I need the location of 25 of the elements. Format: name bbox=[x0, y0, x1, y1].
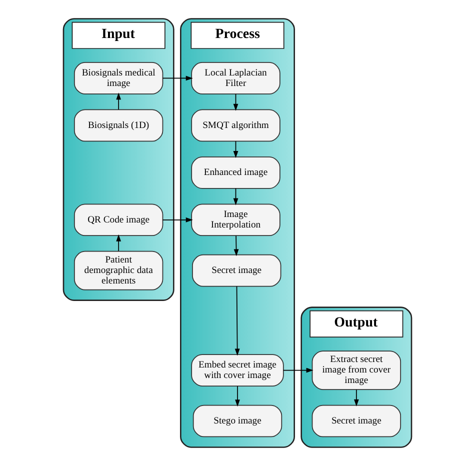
node-box: Extract secret image from cover image bbox=[311, 350, 401, 390]
arrow bbox=[162, 217, 192, 222]
node-box: Secret image bbox=[311, 404, 401, 438]
node-box: SMQT algorithm bbox=[190, 109, 280, 142]
arrow bbox=[162, 76, 192, 81]
node-box: QR Code image bbox=[73, 204, 163, 236]
arrow bbox=[234, 386, 240, 407]
node-box: Embed secret image with cover image bbox=[190, 354, 284, 386]
arrow bbox=[232, 140, 238, 158]
arrow bbox=[282, 368, 313, 373]
node-box: Enhanced image bbox=[190, 156, 280, 189]
node-box: Image Interpolation bbox=[190, 204, 280, 236]
node-box: Stego image bbox=[192, 404, 282, 438]
arrow bbox=[116, 92, 121, 110]
node-box: Biosignals medical image bbox=[73, 62, 163, 94]
arrow bbox=[234, 286, 240, 356]
arrow bbox=[233, 235, 238, 256]
node-box: Patient demographic data elements bbox=[73, 250, 163, 290]
node-box: Biosignals (1D) bbox=[73, 109, 163, 142]
node-box: Local Laplacian Filter bbox=[190, 62, 280, 94]
arrow bbox=[232, 188, 238, 206]
arrow bbox=[232, 94, 238, 111]
arrow bbox=[353, 389, 358, 406]
arrow bbox=[116, 234, 121, 252]
node-box: Secret image bbox=[192, 254, 281, 287]
